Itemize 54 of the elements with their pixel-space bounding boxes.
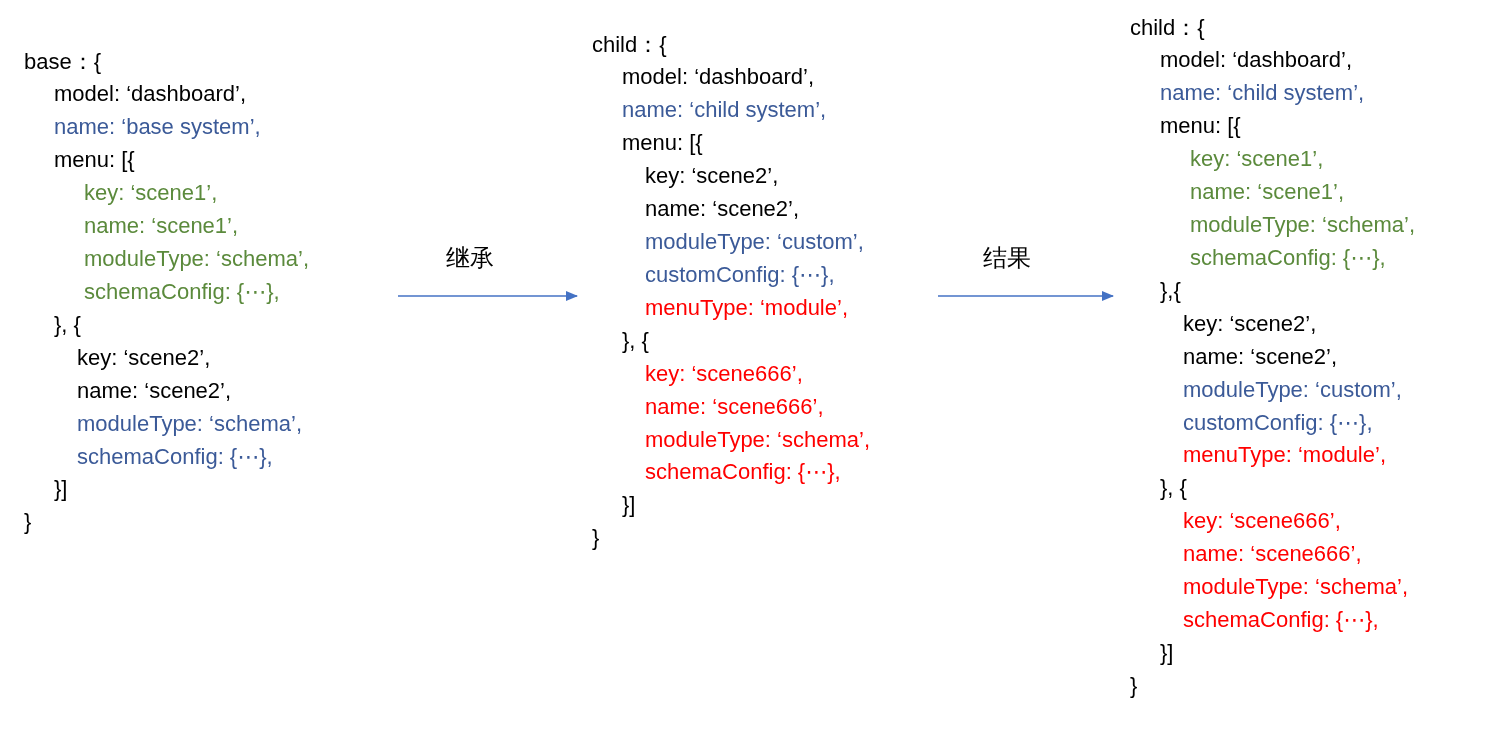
code-line: menu: [{: [622, 130, 703, 157]
code-line: schemaConfig: {⋯},: [77, 443, 273, 470]
code-line: name: ‘child system’,: [622, 97, 827, 124]
code-line: name: ‘scene2’,: [645, 196, 800, 223]
code-line: moduleType: ‘custom’,: [1183, 376, 1402, 403]
code-line: model: ‘dashboard’,: [622, 64, 814, 91]
code-line: name: ‘scene666’,: [1183, 541, 1362, 568]
code-line: }: [24, 509, 32, 536]
code-line: key: ‘scene666’,: [1183, 508, 1341, 535]
code-line: }]: [1160, 640, 1174, 666]
arrow: [937, 291, 1114, 301]
code-line: key: ‘scene1’,: [1190, 146, 1324, 173]
code-line: name: ‘scene2’,: [1183, 343, 1338, 370]
code-line: moduleType: ‘schema’,: [645, 426, 870, 453]
code-line: name: ‘scene1’,: [84, 213, 239, 240]
code-line: menuType: ‘module’,: [1183, 442, 1386, 469]
code-line: model: ‘dashboard’,: [54, 81, 246, 108]
code-line: name: ‘child system’,: [1160, 80, 1365, 107]
code-line: }, {: [54, 311, 81, 338]
code-line: schemaConfig: {⋯},: [645, 459, 841, 486]
code-line: name: ‘base system’,: [54, 114, 261, 141]
code-line: }, {: [622, 327, 649, 354]
code-line: schemaConfig: {⋯},: [1190, 244, 1386, 271]
code-line: key: ‘scene2’,: [77, 344, 211, 371]
code-line: moduleType: ‘schema’,: [84, 246, 309, 273]
code-line: moduleType: ‘schema’,: [1183, 574, 1408, 601]
code-line: moduleType: ‘schema’,: [1190, 212, 1415, 239]
code-line: moduleType: ‘schema’,: [77, 410, 302, 437]
code-line: child：{: [592, 31, 667, 58]
code-line: }, {: [1160, 475, 1187, 502]
code-line: key: ‘scene666’,: [645, 360, 803, 387]
code-line: moduleType: ‘custom’,: [645, 229, 864, 256]
code-line: child：{: [1130, 14, 1205, 41]
code-line: key: ‘scene1’,: [84, 180, 218, 207]
code-line: base：{: [24, 48, 102, 75]
code-line: }: [592, 525, 600, 552]
code-line: menu: [{: [54, 147, 135, 174]
code-line: model: ‘dashboard’,: [1160, 47, 1352, 74]
code-line: customConfig: {⋯},: [645, 261, 835, 288]
code-line: menuType: ‘module’,: [645, 294, 848, 321]
code-line: schemaConfig: {⋯},: [84, 278, 280, 305]
code-line: key: ‘scene2’,: [1183, 310, 1317, 337]
code-line: schemaConfig: {⋯},: [1183, 607, 1379, 634]
code-line: }]: [54, 476, 68, 503]
arrow: [397, 291, 578, 301]
code-line: name: ‘scene2’,: [77, 377, 232, 404]
code-line: },{: [1160, 277, 1181, 304]
code-line: menu: [{: [1160, 113, 1241, 140]
code-line: key: ‘scene2’,: [645, 163, 779, 190]
code-line: customConfig: {⋯},: [1183, 409, 1373, 436]
code-line: name: ‘scene1’,: [1190, 179, 1345, 206]
code-line: name: ‘scene666’,: [645, 393, 824, 420]
code-line: }: [1130, 672, 1138, 699]
code-line: }]: [622, 492, 636, 519]
